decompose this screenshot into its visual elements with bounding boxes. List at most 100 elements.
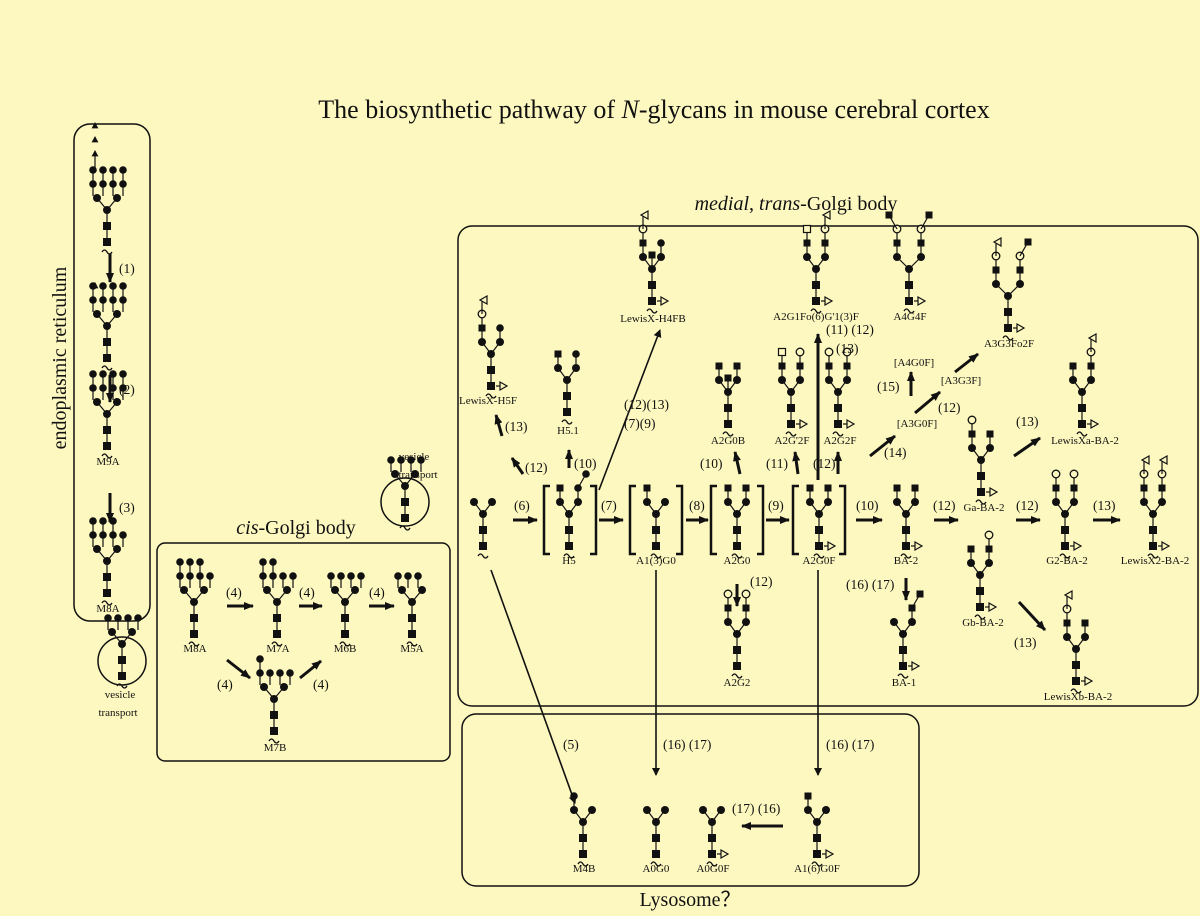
glcnac-square <box>1072 661 1080 669</box>
asparagine-tilde <box>116 683 128 689</box>
mannose-circle <box>93 310 101 318</box>
fucose-triangle <box>988 601 998 613</box>
arrow-5 <box>490 569 577 804</box>
glycan-label-a3g3fo2f: A3G3Fo2F <box>984 338 1034 350</box>
glcnac-square <box>565 542 573 550</box>
arrow-10-a2g0b <box>733 451 742 475</box>
step-label-13: (13) <box>836 341 859 356</box>
fucose-triangle <box>660 295 670 307</box>
mannose-circle <box>200 586 208 594</box>
galactose-circle <box>1015 251 1025 261</box>
glycan-A1-3-G0 <box>643 484 669 559</box>
glcnac-square <box>885 211 893 219</box>
arrow-12-up <box>510 457 525 475</box>
glycan-label-m7b: M7B <box>264 742 287 754</box>
mannose-circle <box>411 470 419 478</box>
glycan-A2G0B <box>715 362 741 437</box>
mannose-circle <box>822 806 830 814</box>
bracket-a2g0 <box>709 484 765 556</box>
glcnac-square <box>643 484 651 492</box>
glycan-label-a2g1fo: A2G1Fo(6)G'1(3)F <box>773 311 859 323</box>
glcnac-square <box>902 542 910 550</box>
glycan-A2G1Fo <box>802 209 834 314</box>
asparagine-tilde <box>974 614 986 620</box>
glycan-A2G0F <box>806 484 837 559</box>
arrow-13-xa <box>1013 436 1041 458</box>
mannose-circle <box>283 586 291 594</box>
fucose-triangle <box>846 418 856 430</box>
asparagine-tilde <box>1070 688 1082 694</box>
glcnac-square <box>652 542 660 550</box>
glycan-label-h5: H5 <box>562 555 576 567</box>
glcnac-square <box>899 662 907 670</box>
arrow-13-xb <box>1017 600 1047 632</box>
glycan-label-h51: H5.1 <box>557 425 579 437</box>
glcnac-square <box>579 834 587 842</box>
mannose-circle <box>588 806 596 814</box>
step-label-13: (13) <box>1014 635 1037 650</box>
glcnac-square <box>648 281 656 289</box>
glcnac-square <box>976 587 984 595</box>
asparagine-tilde <box>101 453 113 459</box>
fucose-triangle <box>1161 540 1171 552</box>
step-label-16-17: (16) (17) <box>826 737 874 752</box>
galactose-circle <box>842 347 852 357</box>
er-label: endoplasmic reticulum <box>49 266 71 449</box>
glcnac-square <box>563 392 571 400</box>
fucose-triangle <box>1063 589 1073 601</box>
glycan-entry <box>470 498 496 559</box>
asparagine-tilde <box>903 308 915 314</box>
glcnac-square <box>911 484 919 492</box>
glcnac-square <box>806 484 814 492</box>
glycan-label-a2g0: A2G0 <box>724 555 751 567</box>
mannose-circle <box>717 806 725 814</box>
step-label-12: (12) <box>525 460 548 475</box>
glcnac-square <box>733 646 741 654</box>
glycan-precursor <box>89 122 127 255</box>
fucose-triangle <box>917 295 927 307</box>
arrow-11 <box>792 451 801 475</box>
glycan-label-m6b: M6B <box>334 643 357 655</box>
mannose-circle <box>260 683 268 691</box>
step-label-13: (13) <box>505 419 528 434</box>
galactose-circle <box>1051 469 1061 479</box>
fucose-triangle <box>1073 540 1083 552</box>
mannose-circle <box>391 470 399 478</box>
glycan-label-a4g0f: [A4G0F] <box>894 357 934 369</box>
asparagine-tilde <box>101 365 113 371</box>
asparagine-tilde <box>813 553 825 559</box>
glcnac-square <box>905 297 913 305</box>
fucose-triangle <box>992 236 1002 248</box>
step-label-2: (2) <box>119 382 135 397</box>
glcnac-square <box>813 850 821 858</box>
asparagine-tilde <box>101 600 113 606</box>
glcnac-square <box>1078 420 1086 428</box>
glcnac-square <box>118 656 126 664</box>
glycan-LewisX-H4FB <box>638 209 670 314</box>
glucose-triangle <box>91 122 99 129</box>
glcnac-square <box>556 484 564 492</box>
step-label-12: (12) <box>813 456 836 471</box>
glcnac-square <box>1149 542 1157 550</box>
glcnac-square <box>487 366 495 374</box>
glcnac-square <box>824 484 832 492</box>
asparagine-tilde <box>811 861 823 867</box>
glcnac-square <box>925 211 933 219</box>
glcnac-square <box>708 850 716 858</box>
fucose-triangle <box>639 209 649 221</box>
asparagine-tilde <box>1147 553 1159 559</box>
mannose-circle <box>657 239 665 247</box>
asparagine-tilde <box>650 861 662 867</box>
glcnac-square <box>1024 238 1032 246</box>
glycan-label-a3g3f: [A3G3F] <box>941 375 981 387</box>
glcnac-square <box>103 573 111 581</box>
asparagine-tilde <box>900 553 912 559</box>
mannose-circle <box>351 586 359 594</box>
glcnac-square <box>724 484 732 492</box>
mannose-circle <box>263 586 271 594</box>
glcnac-square <box>563 408 571 416</box>
asparagine-tilde <box>706 861 718 867</box>
glcnac-square <box>977 472 985 480</box>
glycan-M5A <box>394 572 426 647</box>
step-label-4: (4) <box>217 677 233 692</box>
